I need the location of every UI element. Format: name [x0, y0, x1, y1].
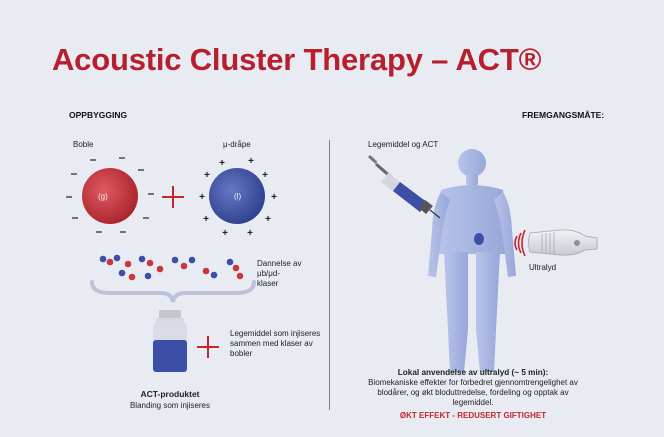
bubble-label: Boble [73, 140, 94, 149]
vial-icon [153, 310, 187, 372]
page-title: Acoustic Cluster Therapy – ACT® [52, 42, 542, 77]
drug-note-line: bobler [230, 349, 253, 358]
cluster-formation-line: Dannelse av [257, 259, 302, 268]
product-title: ACT-produktet [140, 389, 200, 399]
local-application-desc: Biomekaniske effekter for forbedret gjen… [353, 378, 593, 408]
svg-text:+: + [199, 192, 205, 203]
droplet-label: μ-dråpe [223, 140, 251, 149]
cluster-formation-text: Dannelse av μb/μd- klaser [257, 259, 301, 289]
svg-text:+: + [204, 170, 210, 181]
local-desc-line: legemiddel. [452, 398, 494, 407]
svg-text:+: + [265, 214, 271, 225]
svg-text:+: + [247, 228, 253, 239]
section-heading-procedure: FREMGANGSMÅTE: [522, 110, 605, 120]
svg-text:+: + [203, 214, 209, 225]
plus-icon [197, 336, 219, 358]
svg-text:+: + [222, 228, 228, 239]
ultrasound-transducer-icon [528, 229, 598, 256]
svg-text:+: + [271, 192, 277, 203]
bubble-inner-label: (g) [98, 192, 108, 201]
product-caption: ACT-produktet Blanding som injiseres [110, 389, 230, 410]
section-divider [329, 140, 330, 410]
local-desc-line: Biomekaniske effekter for forbedret gjen… [368, 378, 578, 387]
drug-note-text: Legemiddel som injiseres sammen med klas… [230, 329, 320, 359]
svg-text:+: + [262, 170, 268, 181]
svg-text:+: + [219, 158, 225, 169]
bubble-gas [66, 157, 154, 233]
droplet-inner-label: (l) [234, 192, 242, 201]
drug-act-label: Legemiddel og ACT [368, 140, 439, 149]
cluster-formation-line: klaser [257, 279, 279, 288]
ultrasound-waves-icon [514, 229, 526, 257]
human-body-icon [428, 149, 516, 372]
local-application-title: Lokal anvendelse av ultralyd (~ 5 min): [397, 368, 549, 377]
result-text: ØKT EFFEKT - REDUSERT GIFTIGHET [399, 411, 547, 420]
section-heading-build: OPPBYGGING [69, 110, 128, 120]
curly-brace [90, 280, 256, 303]
drug-note-line: Legemiddel som injiseres [230, 329, 321, 338]
plus-icon [162, 186, 184, 208]
local-desc-line: blodårer, og økt bloduttredelse, fordeli… [377, 388, 569, 397]
droplet-liquid: ++ ++ ++ ++ ++ [199, 156, 277, 239]
product-subtitle: Blanding som injiseres [129, 401, 211, 410]
cluster-formation-line: μb/μd- [257, 269, 281, 278]
svg-text:+: + [248, 156, 254, 167]
procedure-caption: Lokal anvendelse av ultralyd (~ 5 min): … [353, 368, 593, 420]
drug-note-line: sammen med klaser av [230, 339, 313, 348]
ultrasound-label: Ultralyd [529, 263, 557, 272]
cluster-particles [99, 254, 244, 281]
syringe-icon [367, 154, 441, 219]
target-organ [474, 233, 484, 245]
